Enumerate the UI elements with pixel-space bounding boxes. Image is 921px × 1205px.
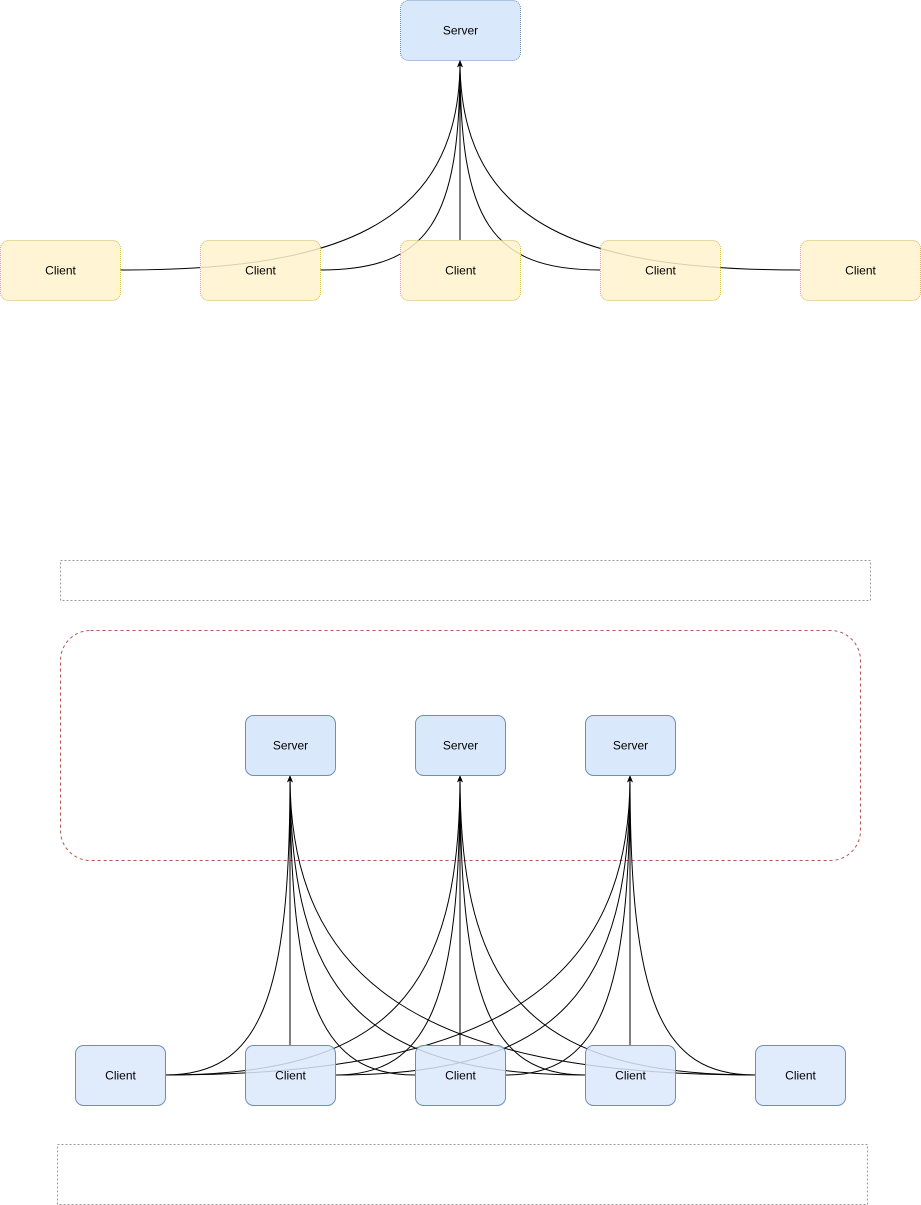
bottom-server-box <box>415 715 506 776</box>
bottom-diagram: Server Server Server Client Client Clien… <box>60 630 861 1106</box>
bottom-edge <box>164 775 633 1076</box>
bottom-client-node[interactable]: Client <box>415 1045 506 1106</box>
top-edges <box>119 60 801 271</box>
top-client-node[interactable]: Client <box>600 240 721 301</box>
top-client-box <box>400 240 521 301</box>
top-client-node[interactable]: Client <box>200 240 321 301</box>
bottom-server-box <box>245 715 336 776</box>
bottom-edge <box>457 775 586 1076</box>
top-diagram: Server Client Client Client Client Clien… <box>0 0 921 301</box>
bottom-client-box <box>585 1045 676 1106</box>
top-client-node[interactable]: Client <box>0 240 121 301</box>
empty-text-box-top[interactable] <box>60 560 871 601</box>
top-client-label: Client <box>445 264 476 278</box>
bottom-server-box <box>585 715 676 776</box>
top-client-box <box>0 240 121 301</box>
bottom-server-label: Server <box>443 739 478 753</box>
top-server-label: Server <box>443 24 478 38</box>
empty-text-box-bottom[interactable] <box>57 1144 868 1205</box>
bottom-client-node[interactable]: Client <box>245 1045 336 1106</box>
bottom-client-node[interactable]: Client <box>75 1045 166 1106</box>
bottom-edge <box>334 775 633 1076</box>
top-client-label: Client <box>845 264 876 278</box>
bottom-server-node[interactable]: Server <box>585 715 676 776</box>
bottom-server-label: Server <box>273 739 308 753</box>
bottom-edge <box>287 775 586 1076</box>
bottom-server-node[interactable]: Server <box>415 715 506 776</box>
top-client-label: Client <box>645 264 676 278</box>
top-edge-client-1 <box>119 60 463 271</box>
bottom-client-label: Client <box>615 1069 646 1083</box>
bottom-server-node[interactable]: Server <box>245 715 336 776</box>
bottom-edge <box>164 775 293 1076</box>
bottom-edges <box>164 775 756 1076</box>
bottom-client-node[interactable]: Client <box>585 1045 676 1106</box>
top-client-box <box>600 240 721 301</box>
top-server-box <box>400 0 521 61</box>
bottom-edge <box>627 775 756 1076</box>
bottom-server-label: Server <box>613 739 648 753</box>
bottom-edge <box>457 775 756 1076</box>
bottom-client-label: Client <box>785 1069 816 1083</box>
bottom-client-box <box>415 1045 506 1106</box>
bottom-client-label: Client <box>445 1069 476 1083</box>
top-client-box <box>200 240 321 301</box>
top-client-node[interactable]: Client <box>800 240 921 301</box>
top-client-label: Client <box>45 264 76 278</box>
bottom-edge <box>334 775 463 1076</box>
top-edge-client-2 <box>319 60 463 271</box>
bottom-edge <box>287 775 756 1076</box>
top-edge-client-5 <box>457 60 801 271</box>
bottom-edge <box>164 775 463 1076</box>
bottom-client-node[interactable]: Client <box>755 1045 846 1106</box>
top-edge-client-4 <box>457 60 601 271</box>
top-client-node[interactable]: Client <box>400 240 521 301</box>
bottom-client-label: Client <box>275 1069 306 1083</box>
bottom-client-box <box>755 1045 846 1106</box>
bottom-client-label: Client <box>105 1069 136 1083</box>
top-server-node[interactable]: Server <box>400 0 521 61</box>
top-client-label: Client <box>245 264 276 278</box>
bottom-edge <box>287 775 416 1076</box>
bottom-client-box <box>75 1045 166 1106</box>
bottom-edge <box>504 775 633 1076</box>
bottom-client-box <box>245 1045 336 1106</box>
